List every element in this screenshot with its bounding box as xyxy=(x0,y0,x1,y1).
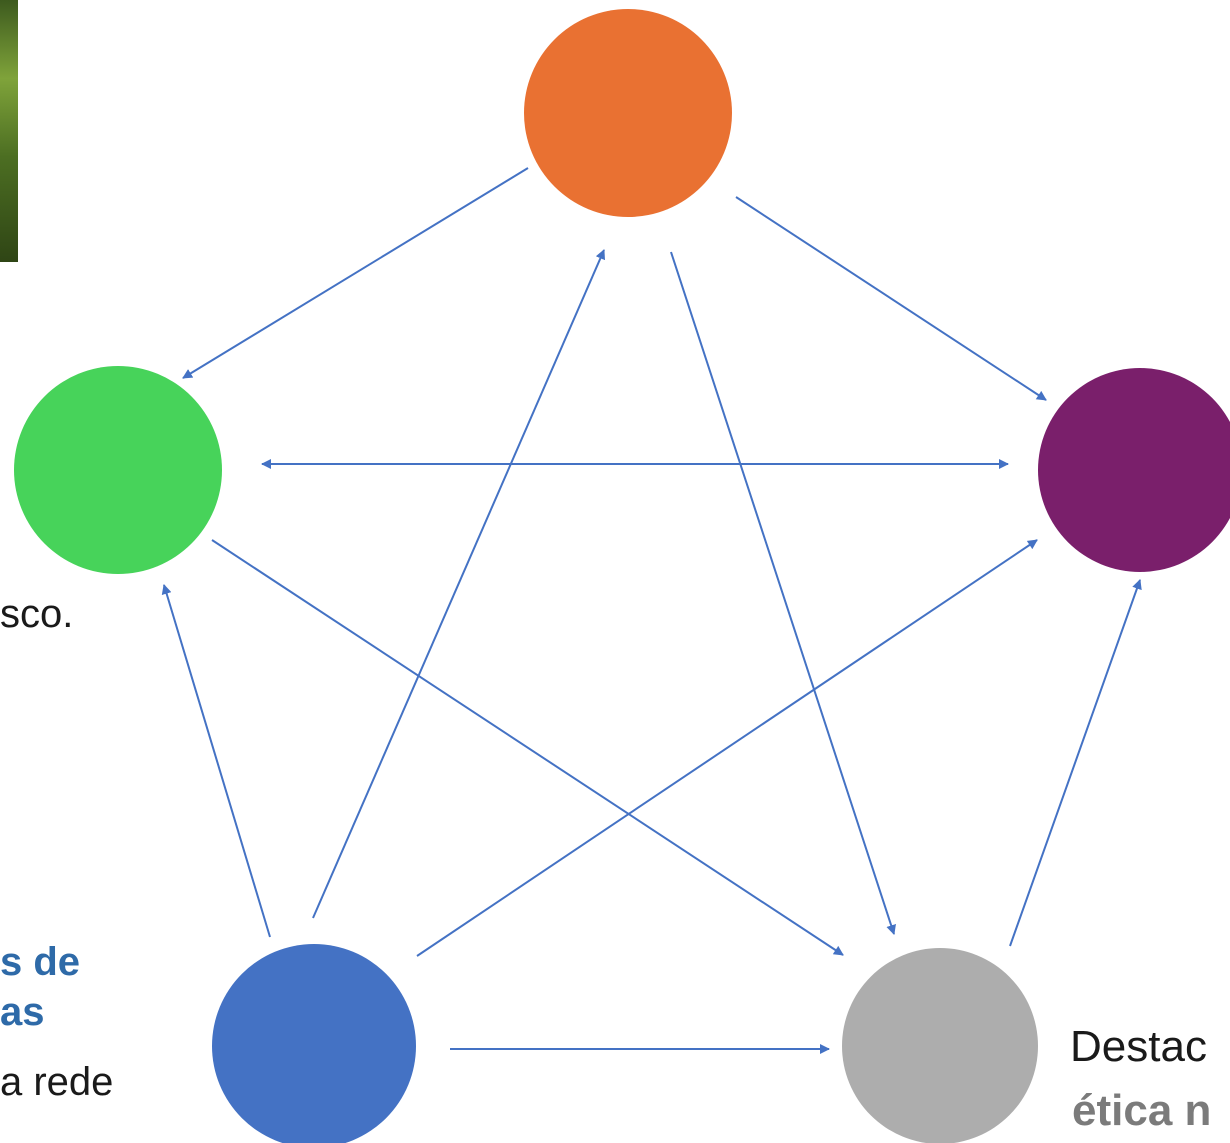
arrow-top-to-left xyxy=(182,167,529,379)
right-text-line1: Destac xyxy=(1070,1022,1207,1071)
nodes xyxy=(14,9,1230,1143)
arrow-bottom-left-to-top xyxy=(312,249,605,919)
body-text-line: a rede xyxy=(0,1060,114,1104)
arrow-bottom-left-to-right xyxy=(416,539,1038,957)
arrow-top-to-right xyxy=(735,196,1047,401)
node-top xyxy=(524,9,732,217)
node-left xyxy=(14,366,222,574)
left-text-fragment: sco. xyxy=(0,592,74,636)
arrow-bottom-left-to-left xyxy=(161,584,271,938)
arrow-left-to-bottom-right xyxy=(211,539,844,956)
arrow-bottom-right-to-right xyxy=(1009,579,1142,947)
photo-thumbnail-crop xyxy=(0,0,18,262)
node-bottom-left xyxy=(212,944,416,1143)
right-text-line2: ética n xyxy=(1072,1086,1212,1135)
blue-heading-line2: as xyxy=(0,990,45,1034)
arrow-top-to-bottom-right xyxy=(670,251,896,935)
node-bottom-right xyxy=(842,948,1038,1143)
arrows xyxy=(161,167,1142,1054)
node-right xyxy=(1038,368,1230,572)
blue-heading-line1: s de xyxy=(0,940,81,984)
